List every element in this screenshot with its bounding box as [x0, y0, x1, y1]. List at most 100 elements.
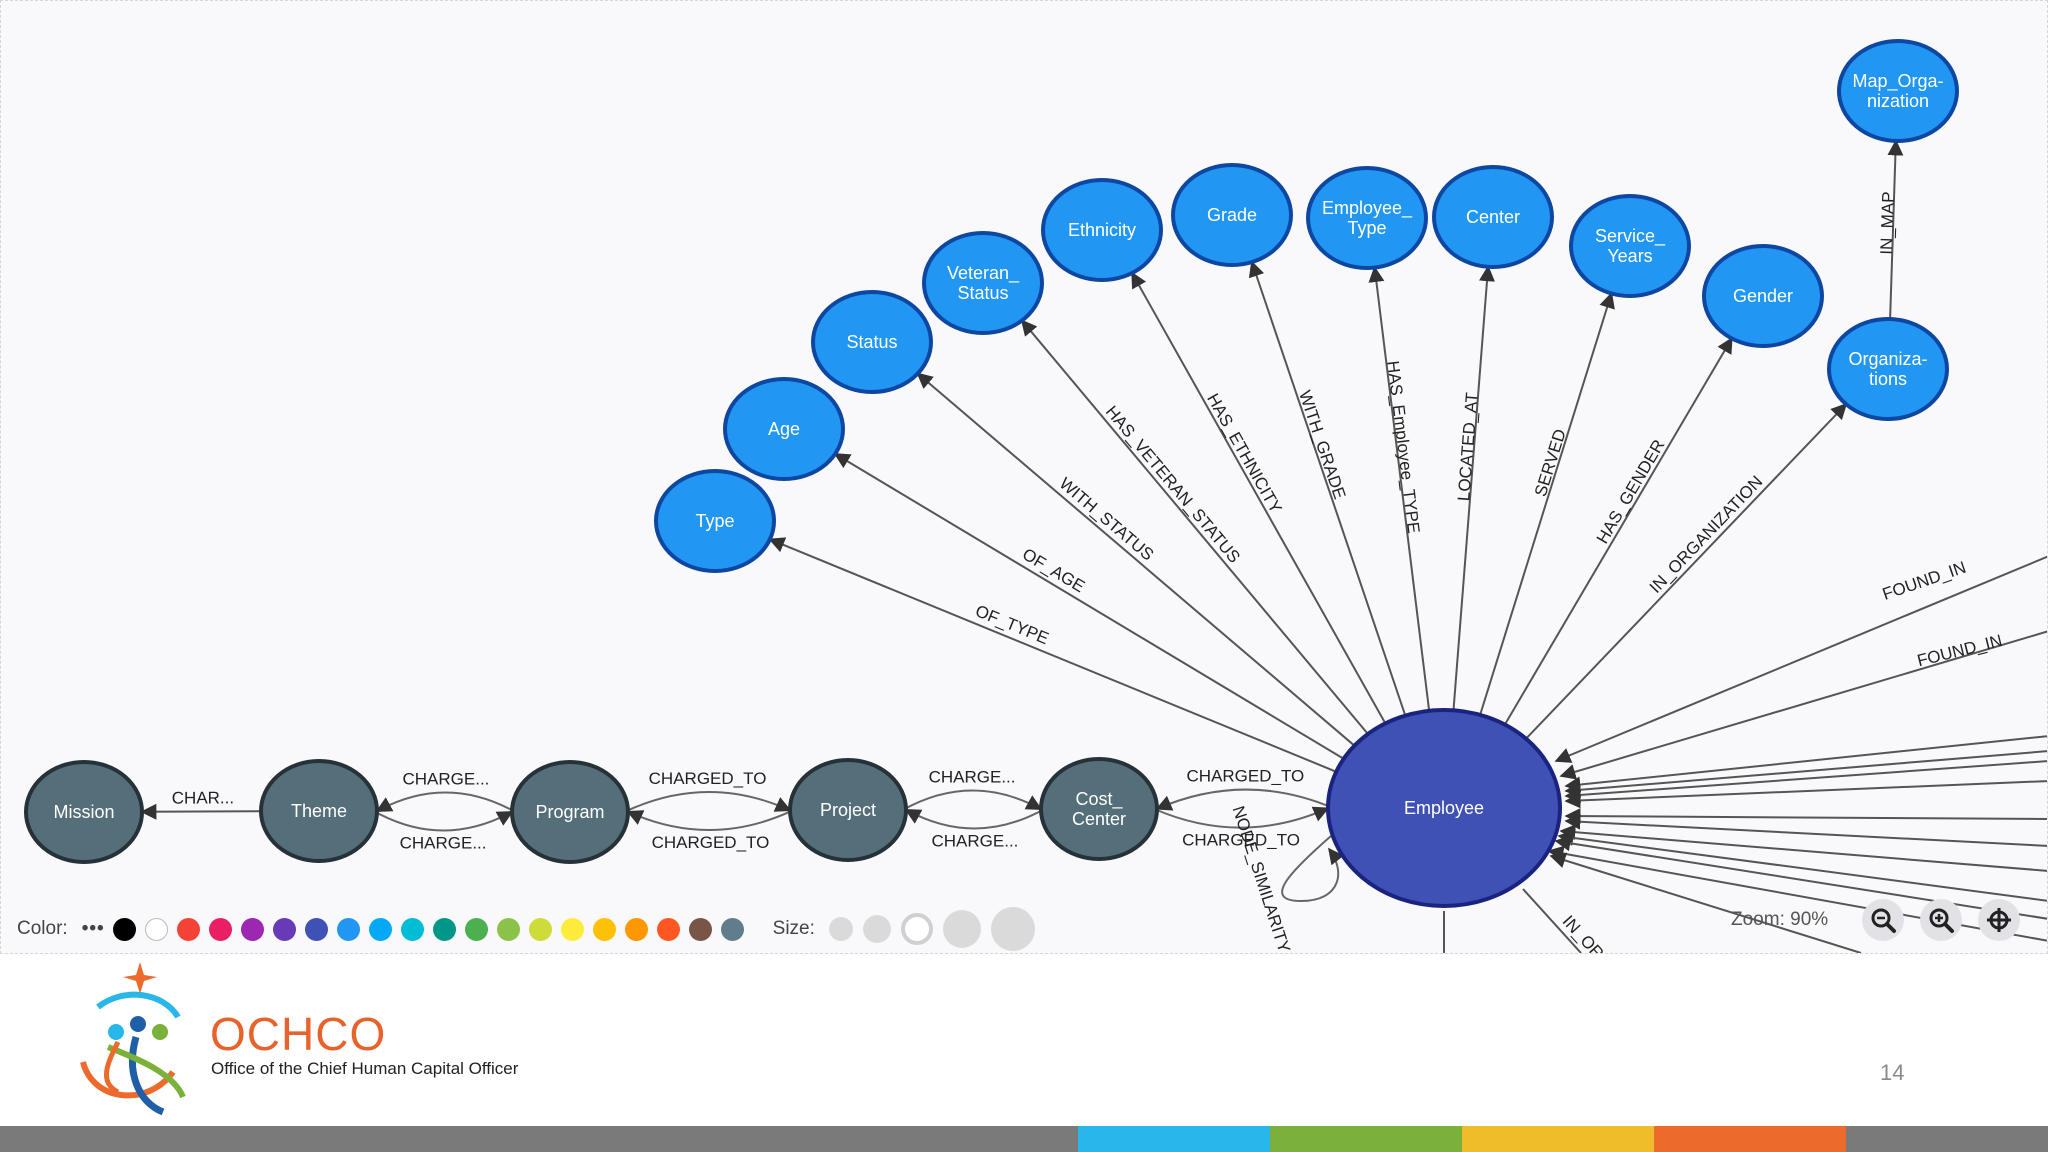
color-swatch[interactable]	[144, 917, 168, 941]
edge-incoming[interactable]	[1547, 845, 2048, 942]
color-swatch[interactable]	[656, 917, 680, 941]
edge-label: SERVED	[1531, 427, 1570, 499]
color-swatch[interactable]	[624, 917, 648, 941]
edge-theme-program[interactable]: CHARGE...	[373, 810, 514, 852]
node-label: Age	[768, 419, 800, 439]
edge-employee-ethnicity[interactable]: HAS_ETHNICITY	[1131, 271, 1389, 729]
edge-employee-center[interactable]: LOCATED_AT	[1452, 265, 1495, 716]
color-swatch[interactable]	[592, 917, 616, 941]
node-mission[interactable]: Mission	[24, 760, 144, 864]
node-map-organization[interactable]: Map_Orga-nization	[1837, 39, 1959, 143]
node-label: Organiza-	[1848, 349, 1927, 369]
edge-incoming[interactable]	[1564, 780, 2048, 809]
node-organizations[interactable]: Organiza-tions	[1827, 317, 1949, 421]
zoom-controls: Zoom: 90%	[1731, 899, 2036, 941]
edge-label: CHARGE...	[931, 831, 1018, 850]
node-gender[interactable]: Gender	[1702, 244, 1824, 348]
color-swatch[interactable]	[400, 917, 424, 941]
edge-organizations-map_organization[interactable]: IN_MAP	[1877, 139, 1904, 322]
edge-theme-mission[interactable]: CHAR...	[140, 788, 264, 820]
color-swatch[interactable]	[336, 917, 360, 941]
edge-incoming[interactable]	[1564, 735, 2048, 793]
edge-incoming[interactable]	[1554, 555, 2048, 763]
edge-incoming[interactable]	[1554, 835, 2048, 920]
node-cost-center[interactable]: Cost_Center	[1039, 757, 1159, 861]
edge-employee-veteran_status[interactable]: HAS_VETERAN_STATUS	[1020, 319, 1373, 739]
node-employee-type[interactable]: Employee_Type	[1306, 166, 1428, 270]
node-grade[interactable]: Grade	[1171, 163, 1293, 267]
node-label: Type	[695, 511, 734, 531]
fit-to-screen-button[interactable]	[1978, 899, 2021, 941]
color-swatch[interactable]	[304, 917, 328, 941]
edge-program-project[interactable]: CHARGED_TO	[624, 769, 792, 813]
node-age[interactable]: Age	[723, 377, 845, 481]
node-type[interactable]: Type	[654, 469, 776, 573]
color-swatch[interactable]	[368, 917, 392, 941]
node-label: Status	[957, 283, 1008, 303]
edge-incoming[interactable]	[1557, 829, 2048, 902]
edge-label: CHARGED_TO	[649, 769, 767, 788]
node-project[interactable]: Project	[788, 758, 908, 862]
edge-incoming[interactable]	[1564, 808, 2048, 825]
color-bar-segment	[0, 1126, 1078, 1152]
size-option-xs[interactable]	[828, 917, 853, 941]
zoom-level: Zoom: 90%	[1731, 909, 1829, 930]
node-veteran-status[interactable]: Veteran_Status	[922, 231, 1044, 335]
node-theme[interactable]: Theme	[259, 759, 379, 863]
size-option-l[interactable]	[942, 910, 981, 948]
edge-incoming[interactable]	[1564, 760, 2048, 803]
color-swatch[interactable]	[528, 917, 552, 941]
edge-cost_center-project[interactable]: CHARGE...	[904, 808, 1045, 850]
edge-employee-cost_center[interactable]: CHARGED_TO	[1155, 767, 1335, 811]
node-ethnicity[interactable]: Ethnicity	[1041, 178, 1163, 282]
edge-employee-organizations[interactable]: IN_ORGANIZATION	[1521, 402, 1848, 744]
node-service-years[interactable]: Service_Years	[1569, 194, 1691, 298]
edge-employee-self-loop[interactable]: NODE_SIMILARITY	[1229, 804, 1345, 953]
color-bar-segment	[1270, 1126, 1462, 1152]
brand-name: OCHCO	[210, 1008, 387, 1060]
node-center[interactable]: Center	[1432, 165, 1554, 269]
edge-incoming[interactable]	[1564, 813, 2048, 847]
edge-incoming[interactable]	[1549, 852, 1862, 953]
edge-label: CHARGED_TO	[1182, 830, 1300, 849]
edge-incoming[interactable]	[1564, 750, 2048, 798]
edge-project-cost_center[interactable]: CHARGE...	[902, 768, 1043, 811]
size-label: Size:	[772, 918, 815, 939]
edge-incoming[interactable]	[1559, 824, 2048, 872]
edge-incoming[interactable]	[1559, 630, 2048, 780]
color-swatch[interactable]	[208, 917, 232, 941]
color-swatch[interactable]	[720, 917, 744, 941]
zoom-out-button[interactable]	[1862, 899, 1905, 941]
graph-view[interactable]: CHAR...CHARGE...CHARGE...CHARGED_TOCHARG…	[1, 1, 2048, 953]
edge-project-program[interactable]: CHARGED_TO	[626, 809, 794, 852]
node-employee[interactable]: Employee	[1326, 708, 1562, 908]
color-swatch[interactable]	[496, 917, 520, 941]
edge-cost_center-employee[interactable]: CHARGED_TO	[1153, 806, 1330, 849]
ochco-logo	[78, 962, 198, 1127]
color-swatch[interactable]	[560, 917, 584, 941]
node-status[interactable]: Status	[811, 290, 933, 394]
color-swatch[interactable]	[176, 917, 200, 941]
edge-outgoing[interactable]	[1522, 888, 1582, 953]
node-program[interactable]: Program	[510, 760, 630, 864]
color-swatch[interactable]	[112, 917, 136, 941]
color-swatch[interactable]	[240, 917, 264, 941]
zoom-in-button[interactable]	[1920, 899, 1963, 941]
color-swatch[interactable]	[688, 917, 712, 941]
size-option-xl[interactable]	[990, 907, 1035, 951]
more-colors-button[interactable]: •••	[81, 918, 105, 939]
size-option-m-selected[interactable]	[900, 913, 933, 945]
color-swatch[interactable]	[464, 917, 488, 941]
size-picker: Size:	[773, 907, 1045, 951]
size-option-s[interactable]	[862, 915, 891, 943]
edge-label: CHAR...	[172, 788, 234, 807]
edge-program-theme[interactable]: CHARGE...	[375, 770, 516, 813]
color-swatch[interactable]	[272, 917, 296, 941]
color-swatch[interactable]	[432, 917, 456, 941]
crosshair-icon	[1987, 908, 2012, 932]
node-label: Veteran_	[947, 263, 1020, 284]
edge-label: HAS_GENDER	[1593, 436, 1669, 547]
zoom-in-icon	[1929, 908, 1955, 933]
node-label: Years	[1607, 246, 1652, 266]
